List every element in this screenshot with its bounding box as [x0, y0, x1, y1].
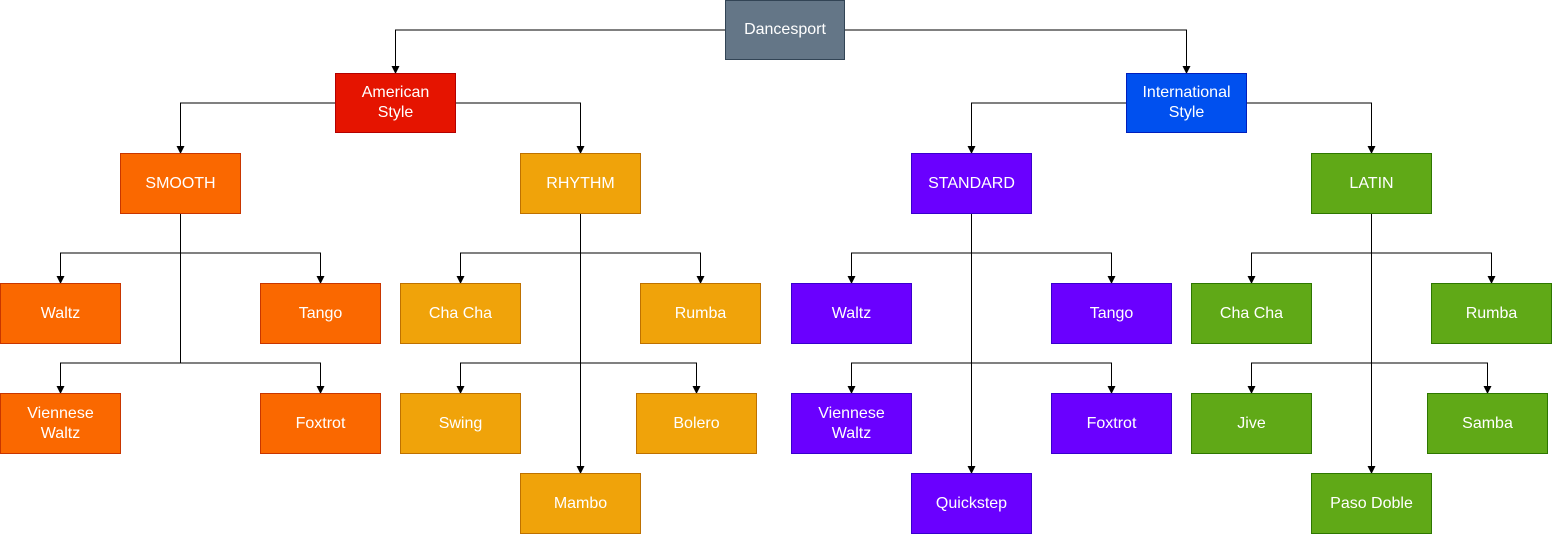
node-american-style[interactable]: American Style — [335, 73, 456, 133]
node-rhythm[interactable]: RHYTHM — [520, 153, 641, 214]
node-latin-rumba[interactable]: Rumba — [1431, 283, 1552, 344]
node-label: Foxtrot — [295, 414, 346, 432]
node-label: Rumba — [1465, 304, 1518, 322]
edge-smooth-to-smooth_tango — [180, 214, 325, 284]
node-smooth-foxtrot[interactable]: Foxtrot — [260, 393, 381, 454]
node-label: Bolero — [673, 414, 720, 432]
edge-standard-to-standard_waltz — [847, 214, 972, 284]
edge-american-to-smooth — [176, 102, 335, 154]
edge-international-to-standard — [967, 102, 1126, 154]
node-rhythm-cha-cha[interactable]: Cha Cha — [400, 283, 521, 344]
node-label: Cha Cha — [1219, 304, 1284, 322]
node-standard-quickstep[interactable]: Quickstep — [911, 473, 1032, 534]
node-label: Tango — [1089, 304, 1134, 322]
node-smooth-waltz[interactable]: Waltz — [0, 283, 121, 344]
node-latin-jive[interactable]: Jive — [1191, 393, 1312, 454]
node-label: STANDARD — [928, 174, 1015, 192]
node-label: Swing — [438, 414, 483, 432]
edge-smooth-to-smooth_waltz — [56, 214, 181, 284]
edge-international-to-latin — [1247, 102, 1376, 154]
node-label: Cha Cha — [428, 304, 493, 322]
node-label: Paso Doble — [1330, 494, 1413, 512]
node-label: American Style — [361, 84, 430, 121]
node-standard-foxtrot[interactable]: Foxtrot — [1051, 393, 1172, 454]
node-label: Tango — [298, 304, 343, 322]
node-international-style[interactable]: International Style — [1126, 73, 1247, 133]
node-label: Foxtrot — [1086, 414, 1137, 432]
edge-root-to-international — [845, 29, 1191, 74]
node-label: Viennese Waltz — [27, 404, 94, 442]
node-label: SMOOTH — [145, 174, 216, 192]
edge-latin-to-latin_chacha — [1247, 214, 1372, 284]
node-label: Waltz — [40, 304, 81, 322]
node-rhythm-swing[interactable]: Swing — [400, 393, 521, 454]
node-label: LATIN — [1349, 174, 1394, 192]
node-label: Viennese Waltz — [818, 404, 885, 442]
node-latin-samba[interactable]: Samba — [1427, 393, 1548, 454]
edge-standard-to-standard_tango — [971, 214, 1116, 284]
edge-latin-to-latin_rumba — [1371, 214, 1496, 284]
node-latin-paso-doble[interactable]: Paso Doble — [1311, 473, 1432, 534]
edge-american-to-rhythm — [456, 102, 585, 154]
node-rhythm-bolero[interactable]: Bolero — [636, 393, 757, 454]
node-label: Waltz — [831, 304, 872, 322]
node-rhythm-rumba[interactable]: Rumba — [640, 283, 761, 344]
node-latin[interactable]: LATIN — [1311, 153, 1432, 214]
node-standard-waltz[interactable]: Waltz — [791, 283, 912, 344]
node-standard-viennese-waltz[interactable]: Viennese Waltz — [791, 393, 912, 454]
node-label: Quickstep — [935, 494, 1008, 512]
node-label: Samba — [1462, 414, 1513, 432]
node-label: Jive — [1237, 414, 1266, 432]
node-dancesport[interactable]: Dancesport — [725, 0, 845, 60]
node-smooth[interactable]: SMOOTH — [120, 153, 241, 214]
node-label: RHYTHM — [546, 174, 615, 192]
node-label: International Style — [1142, 84, 1231, 121]
node-label: Dancesport — [744, 21, 826, 38]
edge-root-to-american — [391, 29, 725, 74]
node-standard[interactable]: STANDARD — [911, 153, 1032, 214]
edge-rhythm-to-rhythm_rumba — [580, 214, 705, 284]
node-latin-cha-cha[interactable]: Cha Cha — [1191, 283, 1312, 344]
edge-smooth-to-smooth_foxtrot — [180, 214, 325, 394]
node-label: Mambo — [553, 494, 608, 512]
node-smooth-viennese-waltz[interactable]: Viennese Waltz — [0, 393, 121, 454]
node-standard-tango[interactable]: Tango — [1051, 283, 1172, 344]
edge-rhythm-to-rhythm_chacha — [456, 214, 581, 284]
node-label: Rumba — [674, 304, 727, 322]
node-rhythm-mambo[interactable]: Mambo — [520, 473, 641, 534]
node-smooth-tango[interactable]: Tango — [260, 283, 381, 344]
